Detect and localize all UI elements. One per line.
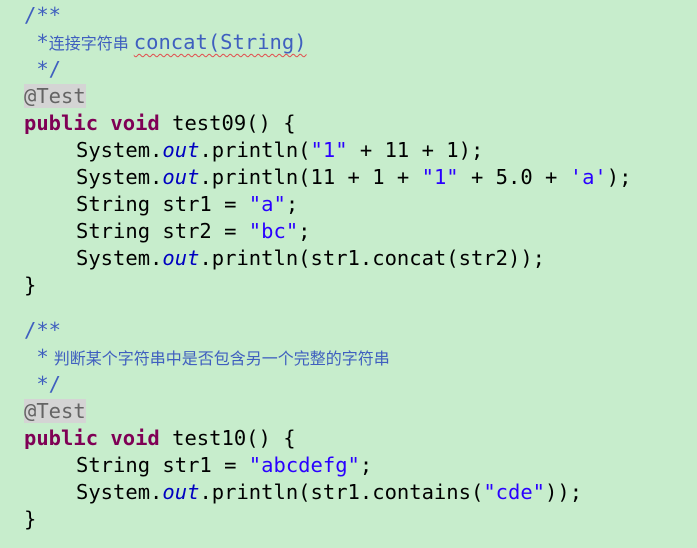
code-line[interactable]: System.out.println(str1.concat(str2)); (24, 245, 697, 272)
code-text: )); (545, 480, 583, 504)
method-signature[interactable]: test10() { (159, 426, 296, 450)
keyword-void: void (110, 111, 160, 135)
javadoc-open: /** (24, 2, 697, 29)
code-text: String str2 = (76, 219, 249, 243)
javadoc-method-reference[interactable]: concat(String) (133, 30, 307, 54)
annotation-line: @Test (24, 398, 697, 425)
string-literal: "bc" (248, 219, 299, 243)
code-line[interactable]: System.out.println(str1.contains("cde"))… (24, 479, 697, 506)
javadoc-description-line: * 判断某个字符串中是否包含另一个完整的字符串 (24, 344, 697, 371)
code-line[interactable]: String str1 = "abcdefg"; (24, 452, 697, 479)
code-text: String str1 = (76, 192, 249, 216)
brace-text: } (24, 507, 37, 531)
static-field-out: out (162, 165, 200, 189)
code-text: System. (76, 246, 163, 270)
code-line[interactable]: String str2 = "bc"; (24, 218, 697, 245)
code-text: System. (76, 165, 163, 189)
code-text: .println(11 + 1 + (199, 165, 422, 189)
keyword-public: public (24, 111, 99, 135)
code-text: ; (298, 219, 311, 243)
method-signature-line: public void test09() { (24, 110, 697, 137)
code-line[interactable]: System.out.println(11 + 1 + "1" + 5.0 + … (24, 164, 697, 191)
closing-brace[interactable]: } (24, 272, 697, 299)
static-field-out: out (162, 138, 200, 162)
annotation-line: @Test (24, 83, 697, 110)
code-text: String str1 = (76, 453, 249, 477)
char-literal: 'a' (569, 165, 607, 189)
test-annotation[interactable]: @Test (24, 399, 86, 423)
code-line[interactable]: String str1 = "a"; (24, 191, 697, 218)
code-text: .println(str1.contains( (199, 480, 484, 504)
code-text: System. (76, 480, 163, 504)
code-line[interactable]: System.out.println("1" + 11 + 1); (24, 137, 697, 164)
brace-text: } (24, 273, 37, 297)
string-literal: "abcdefg" (248, 453, 360, 477)
static-field-out: out (162, 480, 200, 504)
javadoc-star: * (24, 345, 49, 369)
string-literal: "a" (248, 192, 286, 216)
method-signature[interactable]: test09() { (159, 111, 296, 135)
javadoc-close-text: */ (24, 372, 62, 396)
closing-brace[interactable]: } (24, 506, 697, 533)
javadoc-close: */ (24, 56, 697, 83)
javadoc-close: */ (24, 371, 697, 398)
static-field-out: out (162, 246, 200, 270)
string-literal: "1" (421, 165, 459, 189)
javadoc-open-text: /** (24, 3, 62, 27)
code-text: ); (606, 165, 632, 189)
string-literal: "cde" (483, 480, 546, 504)
code-text: .println( (199, 138, 311, 162)
javadoc-open: /** (24, 317, 697, 344)
code-text: + 11 + 1); (347, 138, 484, 162)
javadoc-close-text: */ (24, 57, 62, 81)
javadoc-description-text: 连接字符串 (48, 34, 134, 53)
javadoc-star: * (24, 30, 49, 54)
test-annotation[interactable]: @Test (24, 84, 86, 108)
keyword-void: void (110, 426, 160, 450)
keyword-public: public (24, 426, 99, 450)
javadoc-open-text: /** (24, 318, 62, 342)
javadoc-description-text: 判断某个字符串中是否包含另一个完整的字符串 (48, 349, 390, 368)
code-text: + 5.0 + (458, 165, 570, 189)
code-text: System. (76, 138, 163, 162)
blank-line (24, 299, 697, 317)
code-text: ; (359, 453, 373, 477)
string-literal: "1" (310, 138, 348, 162)
code-text: .println(str1.concat(str2)); (199, 246, 546, 270)
javadoc-description-line: *连接字符串 concat(String) (24, 29, 697, 56)
method-signature-line: public void test10() { (24, 425, 697, 452)
code-text: ; (285, 192, 299, 216)
